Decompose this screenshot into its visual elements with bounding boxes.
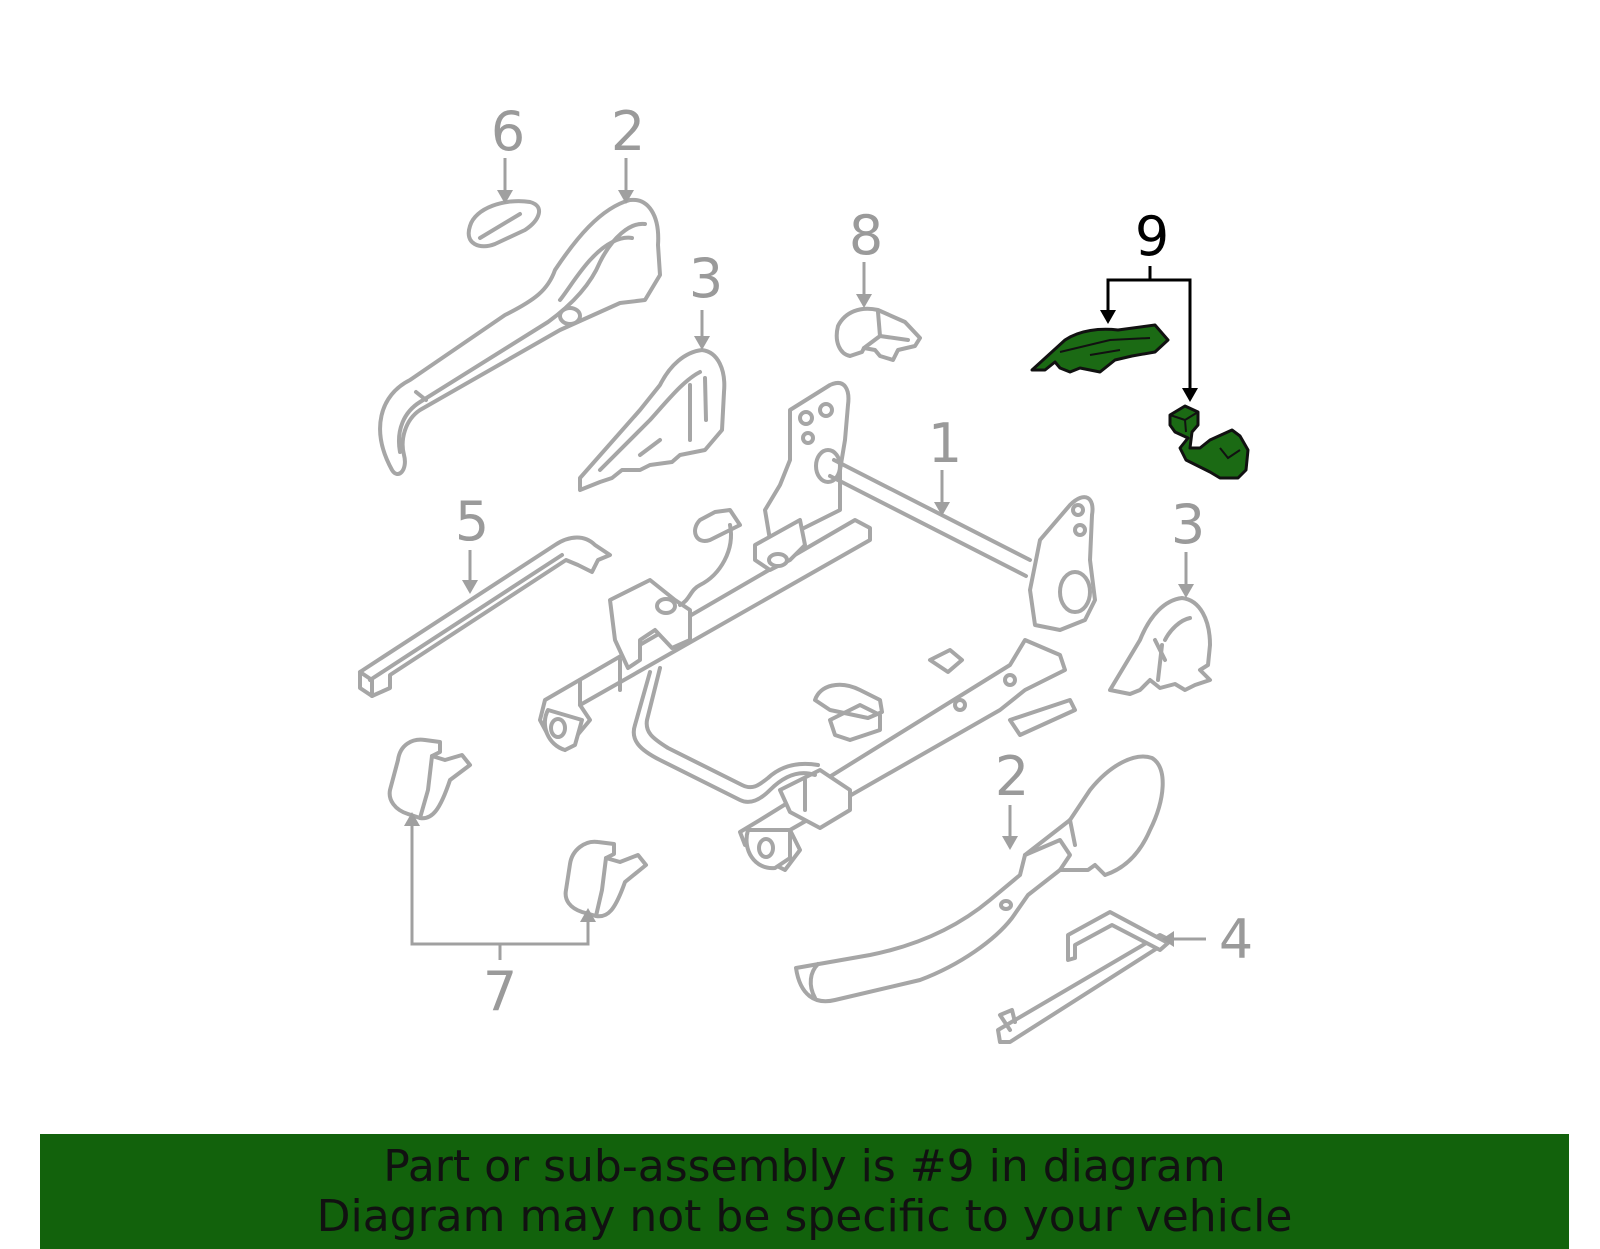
arrowhead-9-upper [1100, 310, 1116, 324]
info-banner: Part or sub-assembly is #9 in diagram Di… [40, 1134, 1569, 1249]
part-1-seat-frame[interactable] [538, 381, 1097, 872]
arrowhead-4 [1162, 931, 1174, 947]
arrowhead-6 [497, 190, 513, 204]
arrowhead-5 [462, 580, 478, 594]
part-4-strip[interactable] [996, 910, 1172, 1044]
part-7-cap-upper[interactable] [387, 737, 472, 821]
callout-3-top[interactable]: 3 [689, 247, 723, 310]
part-2-bottom-cover[interactable] [794, 754, 1165, 1004]
banner-line-2: Diagram may not be specific to your vehi… [316, 1191, 1293, 1242]
arrowhead-8 [856, 294, 872, 308]
callout-5[interactable]: 5 [455, 490, 489, 553]
arrowhead-2-top [618, 190, 634, 204]
callout-6[interactable]: 6 [491, 100, 525, 163]
arrowhead-1 [934, 502, 950, 516]
arrowhead-7-right [580, 908, 596, 922]
callout-4[interactable]: 4 [1219, 908, 1253, 971]
arrowhead-3-right [1178, 584, 1194, 598]
arrowhead-7-left [404, 812, 420, 826]
part-9-bracket-upper[interactable] [1030, 323, 1170, 374]
part-2-top-cover[interactable] [378, 197, 662, 476]
leader-9 [1106, 266, 1192, 388]
arrowhead-2-bottom [1002, 836, 1018, 850]
part-3-top-cover[interactable] [578, 348, 727, 492]
part-5-strip[interactable] [358, 535, 612, 698]
part-7-cap-lower[interactable] [563, 839, 648, 919]
callout-8[interactable]: 8 [849, 204, 883, 267]
part-8-clip[interactable] [834, 306, 922, 362]
callout-7[interactable]: 7 [483, 960, 517, 1023]
banner-line-1: Part or sub-assembly is #9 in diagram [383, 1141, 1226, 1192]
callout-2-top[interactable]: 2 [611, 100, 645, 163]
callout-9[interactable]: 9 [1135, 205, 1169, 268]
leader-7 [410, 822, 590, 946]
callout-3-right[interactable]: 3 [1171, 493, 1205, 556]
part-3-right-cover[interactable] [1108, 596, 1212, 696]
arrowhead-3-top [694, 336, 710, 350]
callout-1[interactable]: 1 [928, 412, 962, 475]
part-6-cap[interactable] [466, 199, 541, 249]
part-9-bracket-lower[interactable] [1168, 404, 1250, 480]
callout-2-bottom[interactable]: 2 [995, 745, 1029, 808]
arrowhead-9-lower [1182, 388, 1198, 402]
